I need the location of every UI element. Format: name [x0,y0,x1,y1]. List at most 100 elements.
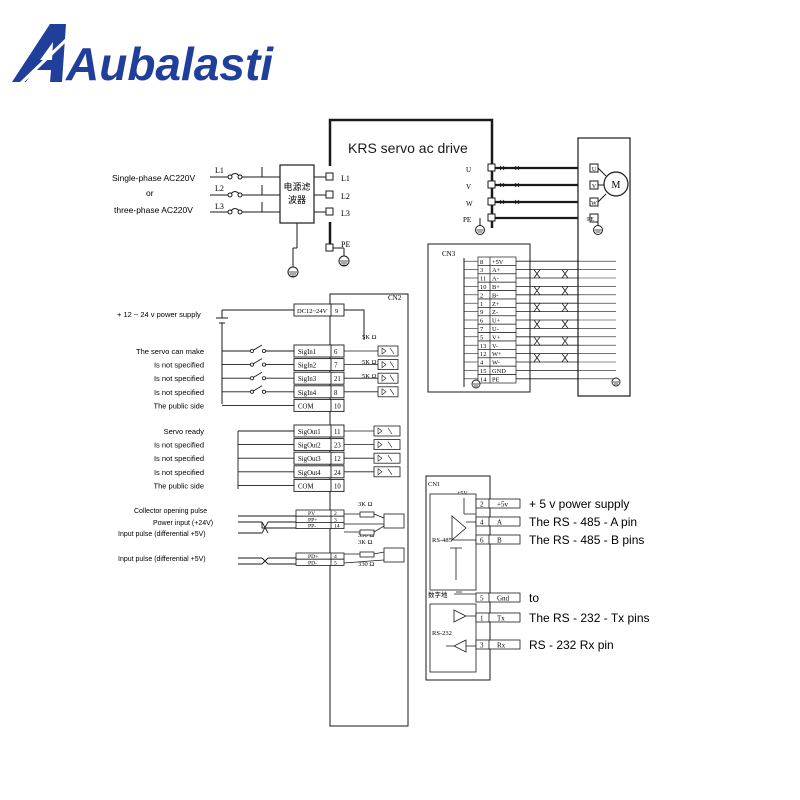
cn3-pin-number: 5 [480,334,483,341]
cn1-pin-name: Gnd [497,595,510,603]
pulse-pin-name: PV [308,511,315,517]
optocoupler-icon [373,439,401,451]
pulse-pin-row: PD-5 [295,558,345,566]
pulse-pin-name: PD- [308,560,317,566]
switch-icon [251,344,294,352]
pulse-label-power: Power input (+24V) [153,520,213,527]
cn2-input-row: Is not specified SigIn2 7 [154,358,399,372]
cn2-output-name: SigOut3 [298,456,321,463]
cn3-pin-name: W- [492,360,500,367]
cn1-pin-name: A [497,519,502,527]
switch-icon [251,385,294,393]
switch-icon [251,358,294,366]
motor-terminal-w: W [591,201,597,207]
drive-terminal-l1: L1 [341,174,350,183]
brand-name: Aubalasti [65,38,274,90]
label-or: or [146,188,154,198]
cn1-pin-number: 4 [480,519,484,527]
cn2-input-num: 6 [334,349,338,356]
drive-top-bracket [328,118,494,166]
cn1-pin-label: The RS - 232 - Tx pins [529,611,650,625]
cn2-input-label: Is not specified [154,388,204,397]
cn3-pin-name: B+ [492,284,500,291]
drive-terminal-pe: PE [341,240,350,249]
optocoupler-icon [377,345,399,357]
supply-pin-num: 9 [335,308,338,315]
cn3-pin-row: 5 V+ [464,332,616,346]
resistor-3k-a: 3K Ω [358,501,373,508]
dir-label: Input pulse (differential +5V) [118,556,206,563]
cn2-input-name: SigIn2 [298,363,317,370]
input-l2: L2 [215,184,224,193]
cn1-section: CN1 +5V RS-485 数字地 RS-232 2+5v+ 5 v powe… [425,475,650,681]
cn1-pin-number: 5 [480,595,484,603]
optocoupler-icon [377,386,399,398]
input-l1: L1 [215,166,224,175]
cn3-pin-name: V- [492,343,498,350]
input-l3: L3 [215,202,224,211]
cn2-output-label: The public side [154,481,204,490]
cn3-pin-name: V+ [492,334,501,341]
optocoupler-icon [383,513,405,529]
pulse-pin-num: 4 [334,554,337,560]
cn2-output-label: Is not specified [154,468,204,477]
cn3-pin-name: U- [492,326,499,333]
cn2-input-num: 21 [334,376,341,383]
cn2-input-label: Is not specified [154,361,204,370]
cn2-input-label: The public side [154,401,204,410]
cn3-pin-number: 14 [480,376,487,383]
output-v: V [466,183,471,191]
cn3-pin-number: 2 [480,292,483,299]
cn3-pin-number: 8 [480,259,483,266]
cn2-output-label: Servo ready [164,427,205,436]
cn2-section: CN2 + 12 ~ 24 v power supply DC12~24V 9 … [117,293,409,727]
cn2-input-name: SigIn1 [298,349,316,356]
drive-terminal-l2: L2 [341,192,350,201]
cn3-pin-name: A- [492,276,499,283]
motor-letter: M [612,180,621,191]
cn1-pin-row: 2+5v+ 5 v power supply [475,497,629,511]
rs232-block [429,603,477,673]
cn1-pin-number: 1 [480,615,484,623]
optocoupler-icon [373,452,401,464]
brand-logo: Aubalasti [12,24,274,90]
cn3-pin-number: 7 [480,326,484,333]
cn2-input-name: COM [298,403,314,410]
cn2-title: CN2 [388,294,402,302]
optocoupler-icon [373,466,401,478]
cn3-pin-number: 11 [480,276,486,283]
pulse-pin-name: PP+ [308,517,317,523]
power-section: Single-phase AC220V or three-phase AC220… [112,164,350,278]
cn1-pin-label: The RS - 485 - B pins [529,533,644,547]
pulse-label-diff: Input pulse (differential +5V) [118,531,206,538]
dir-pin-rows: PD+4PD-5 [295,552,345,566]
cn2-output-name: COM [298,483,314,490]
cn3-title: CN3 [442,250,456,258]
cn1-pin-name: Rx [497,642,506,650]
cn2-output-label: Is not specified [154,454,204,463]
cn2-input-row: The servo can make SigIn1 6 [136,344,399,358]
cn2-output-num: 11 [334,429,341,436]
cn1-title: CN1 [428,481,440,488]
cn2-input-num: 7 [334,363,338,370]
cn2-output-num: 12 [334,456,341,463]
output-pe: PE [463,216,471,224]
resistor-330-a: 330 Ω [358,532,374,539]
cn1-pin-name: +5v [497,501,508,509]
motor-section: U V W PE U V W PE M [463,137,631,397]
cn2-input-label: The servo can make [136,347,204,356]
resistor-label: 5K Ω [362,359,377,366]
cn1-pin-name: B [497,537,502,545]
